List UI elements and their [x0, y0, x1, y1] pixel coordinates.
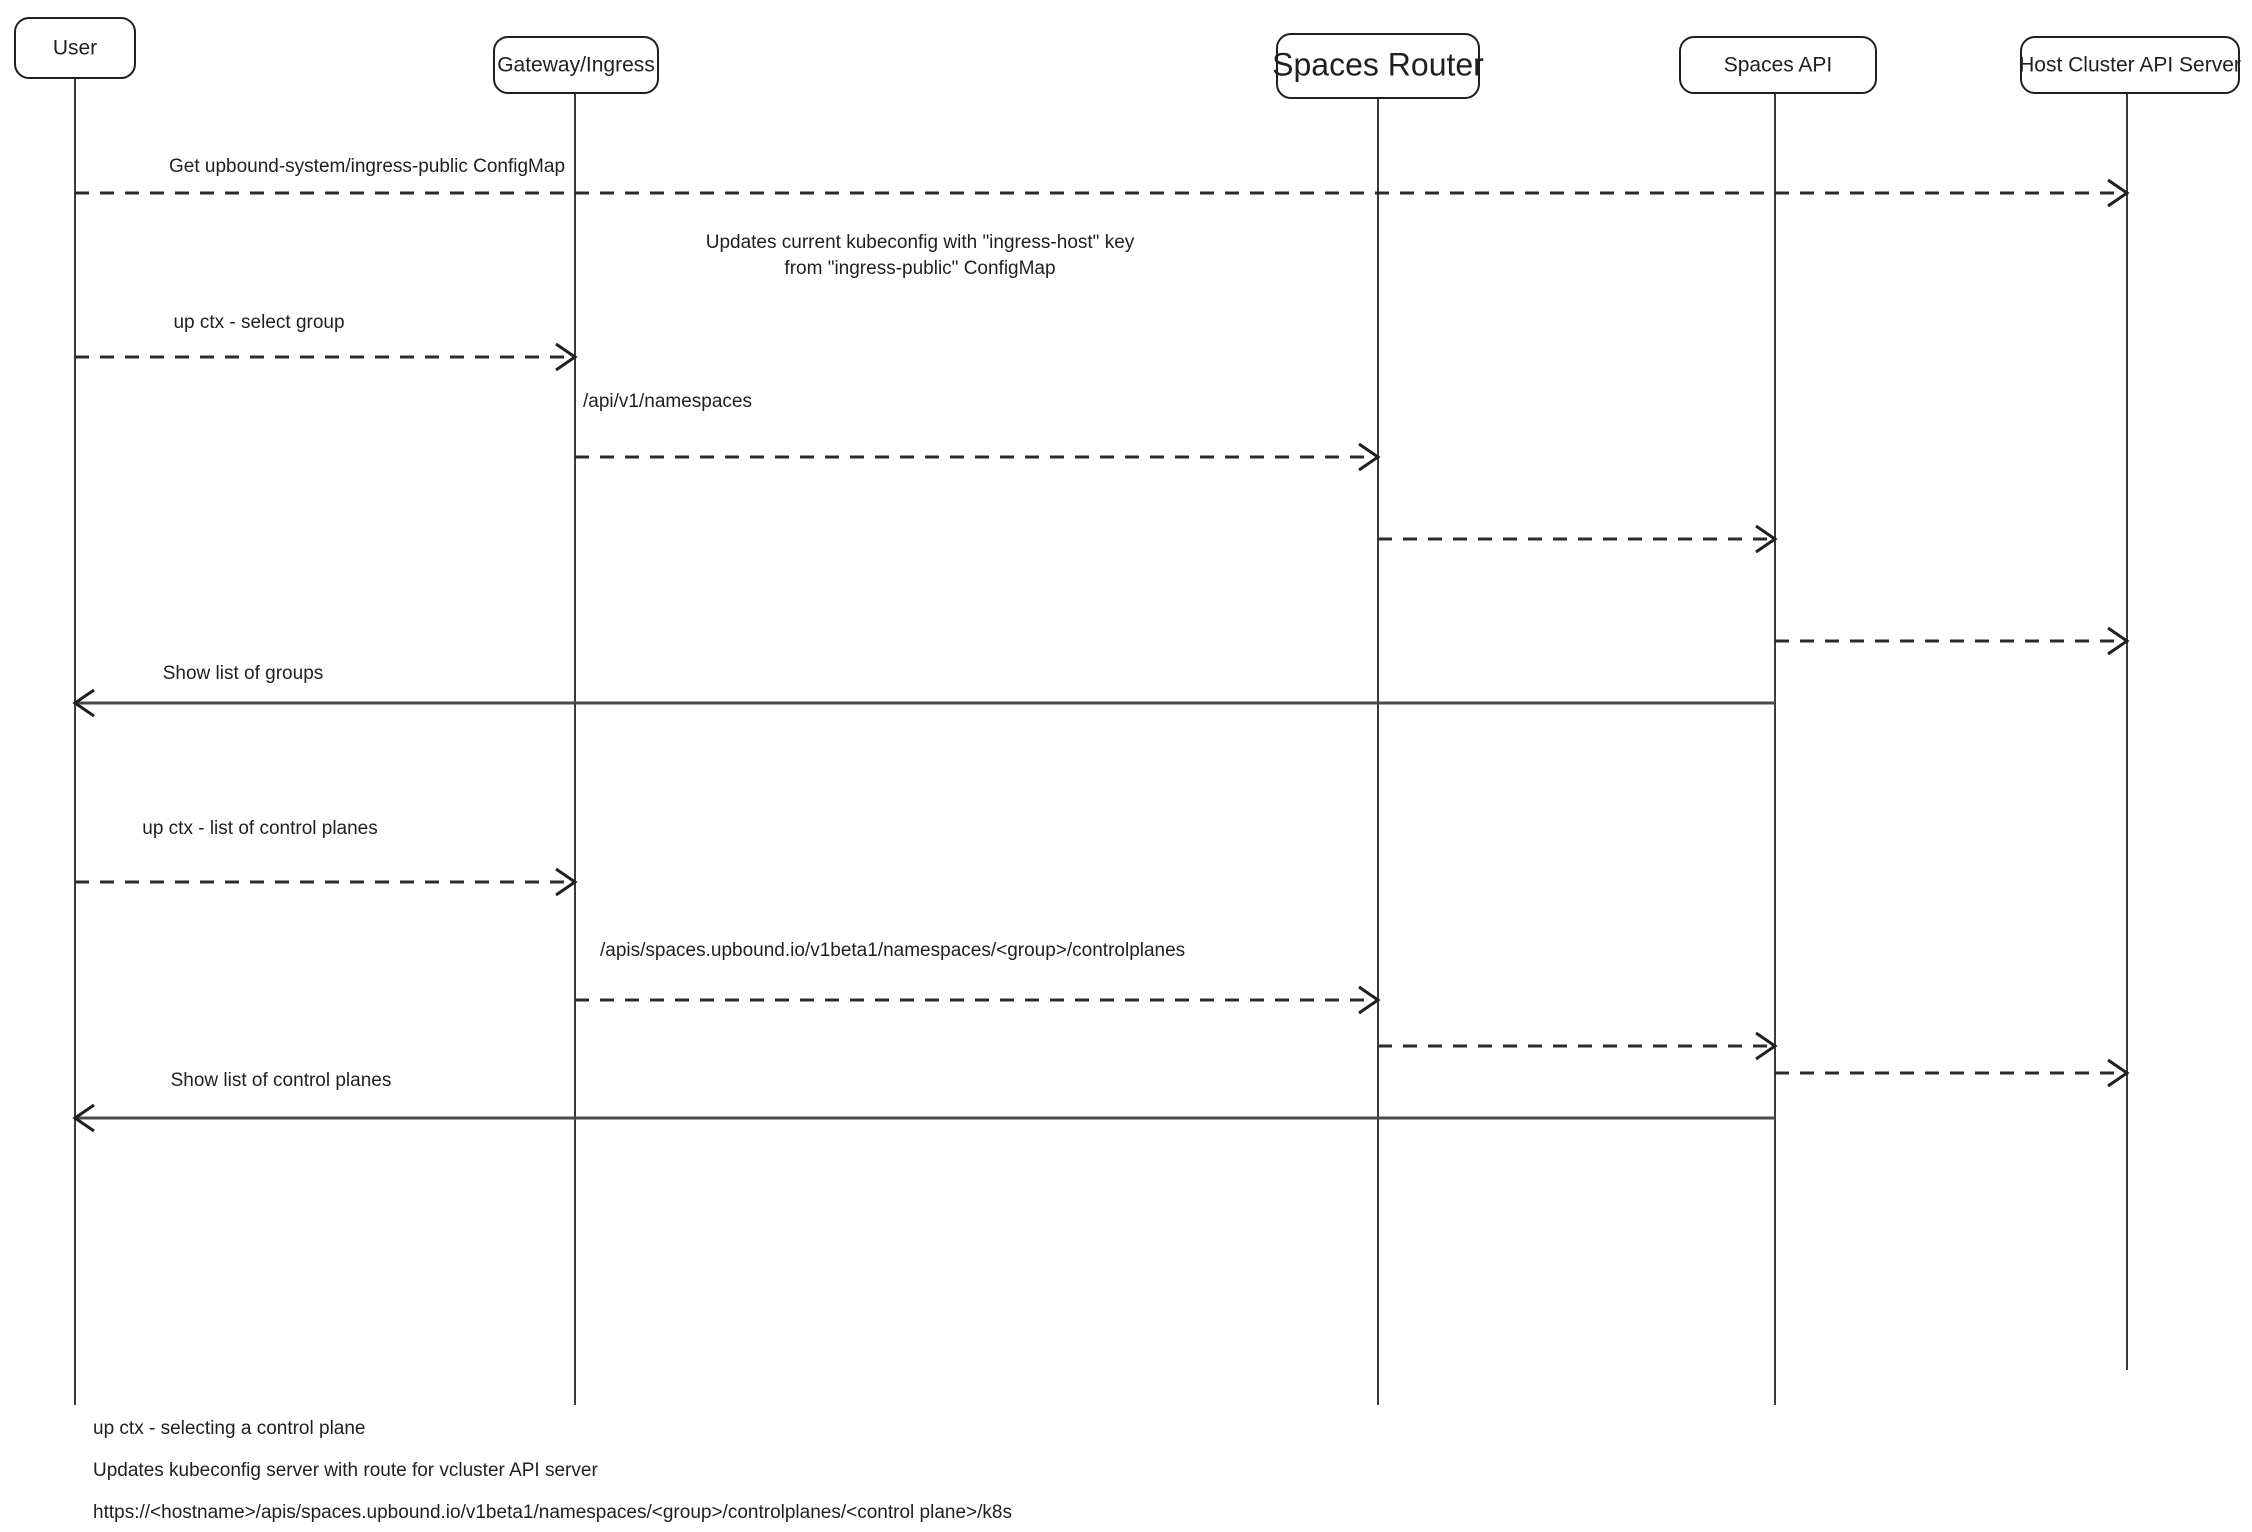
message-label-show-list-of-control-planes: Show list of control planes [171, 1070, 392, 1091]
message-api-v1-namespaces[interactable]: /api/v1/namespaces [575, 391, 1381, 472]
message-label-up-ctx-select-group: up ctx - select group [173, 312, 344, 333]
message-label-api-v1-namespaces: /api/v1/namespaces [583, 391, 752, 412]
participant-label-host-cluster: Host Cluster API Server [2019, 54, 2241, 77]
arrow-head-up-ctx-list-control-planes [555, 867, 578, 897]
participant-label-spaces-api: Spaces API [1724, 54, 1833, 77]
participant-host-cluster[interactable]: Host Cluster API Server [2019, 36, 2241, 94]
message-label-line: Updates current kubeconfig with "ingress… [706, 232, 1135, 253]
participant-spaces-api[interactable]: Spaces API [1679, 36, 1877, 94]
lifelines-layer [74, 78, 2128, 1405]
note-url: https://<hostname>/apis/spaces.upbound.i… [93, 1502, 1012, 1523]
arrow-head-router-to-spaces-api-2 [1755, 1031, 1778, 1061]
message-show-list-of-control-planes[interactable]: Show list of control planes [72, 1070, 1775, 1133]
message-router-to-spaces-api[interactable] [1378, 524, 1778, 554]
message-show-list-of-groups[interactable]: Show list of groups [72, 663, 1775, 718]
participant-box-host-cluster [2020, 36, 2240, 94]
participant-spaces-router[interactable]: Spaces Router [1272, 33, 1484, 99]
participant-label-spaces-router: Spaces Router [1272, 46, 1484, 82]
note-select-control-plane: up ctx - selecting a control plane [93, 1418, 366, 1439]
message-label-updates-kubeconfig-note: Updates current kubeconfig with "ingress… [706, 232, 1135, 279]
arrow-head-api-v1-namespaces [1358, 442, 1381, 472]
message-label-apis-spaces-controlplanes: /apis/spaces.upbound.io/v1beta1/namespac… [600, 940, 1185, 961]
message-label-up-ctx-list-control-planes: up ctx - list of control planes [142, 818, 378, 839]
participant-box-user [14, 17, 136, 79]
message-spaces-api-to-host[interactable] [1775, 626, 2130, 656]
message-label-show-list-of-groups: Show list of groups [163, 663, 324, 684]
arrow-head-show-list-of-control-planes [72, 1103, 95, 1133]
arrow-head-spaces-api-to-host [2107, 626, 2130, 656]
message-label-get-configmap: Get upbound-system/ingress-public Config… [169, 156, 565, 177]
message-label-line: from "ingress-public" ConfigMap [784, 258, 1055, 279]
message-updates-kubeconfig-note[interactable]: Updates current kubeconfig with "ingress… [706, 232, 1135, 279]
notes-layer: up ctx - selecting a control planeUpdate… [93, 1418, 1012, 1523]
arrow-head-spaces-api-to-host-2 [2107, 1058, 2130, 1088]
arrow-head-router-to-spaces-api [1755, 524, 1778, 554]
message-up-ctx-select-group[interactable]: up ctx - select group [75, 312, 578, 372]
participant-label-gateway: Gateway/Ingress [497, 54, 655, 77]
participant-box-spaces-router [1276, 33, 1480, 99]
arrow-head-apis-spaces-controlplanes [1358, 985, 1381, 1015]
participant-box-gateway [493, 36, 659, 94]
note-updates-kubeconfig: Updates kubeconfig server with route for… [93, 1460, 598, 1481]
arrow-head-up-ctx-select-group [555, 342, 578, 372]
message-spaces-api-to-host-2[interactable] [1775, 1058, 2130, 1088]
arrow-head-get-configmap [2107, 178, 2130, 208]
message-apis-spaces-controlplanes[interactable]: /apis/spaces.upbound.io/v1beta1/namespac… [575, 940, 1381, 1015]
arrow-head-show-list-of-groups [72, 688, 95, 718]
message-up-ctx-list-control-planes[interactable]: up ctx - list of control planes [75, 818, 578, 897]
participant-label-user: User [53, 37, 97, 60]
message-router-to-spaces-api-2[interactable] [1378, 1031, 1778, 1061]
participant-box-spaces-api [1679, 36, 1877, 94]
participant-user[interactable]: User [14, 17, 136, 79]
message-get-configmap[interactable]: Get upbound-system/ingress-public Config… [75, 156, 2130, 208]
participant-gateway[interactable]: Gateway/Ingress [493, 36, 659, 94]
messages-layer: Get upbound-system/ingress-public Config… [72, 156, 2130, 1133]
